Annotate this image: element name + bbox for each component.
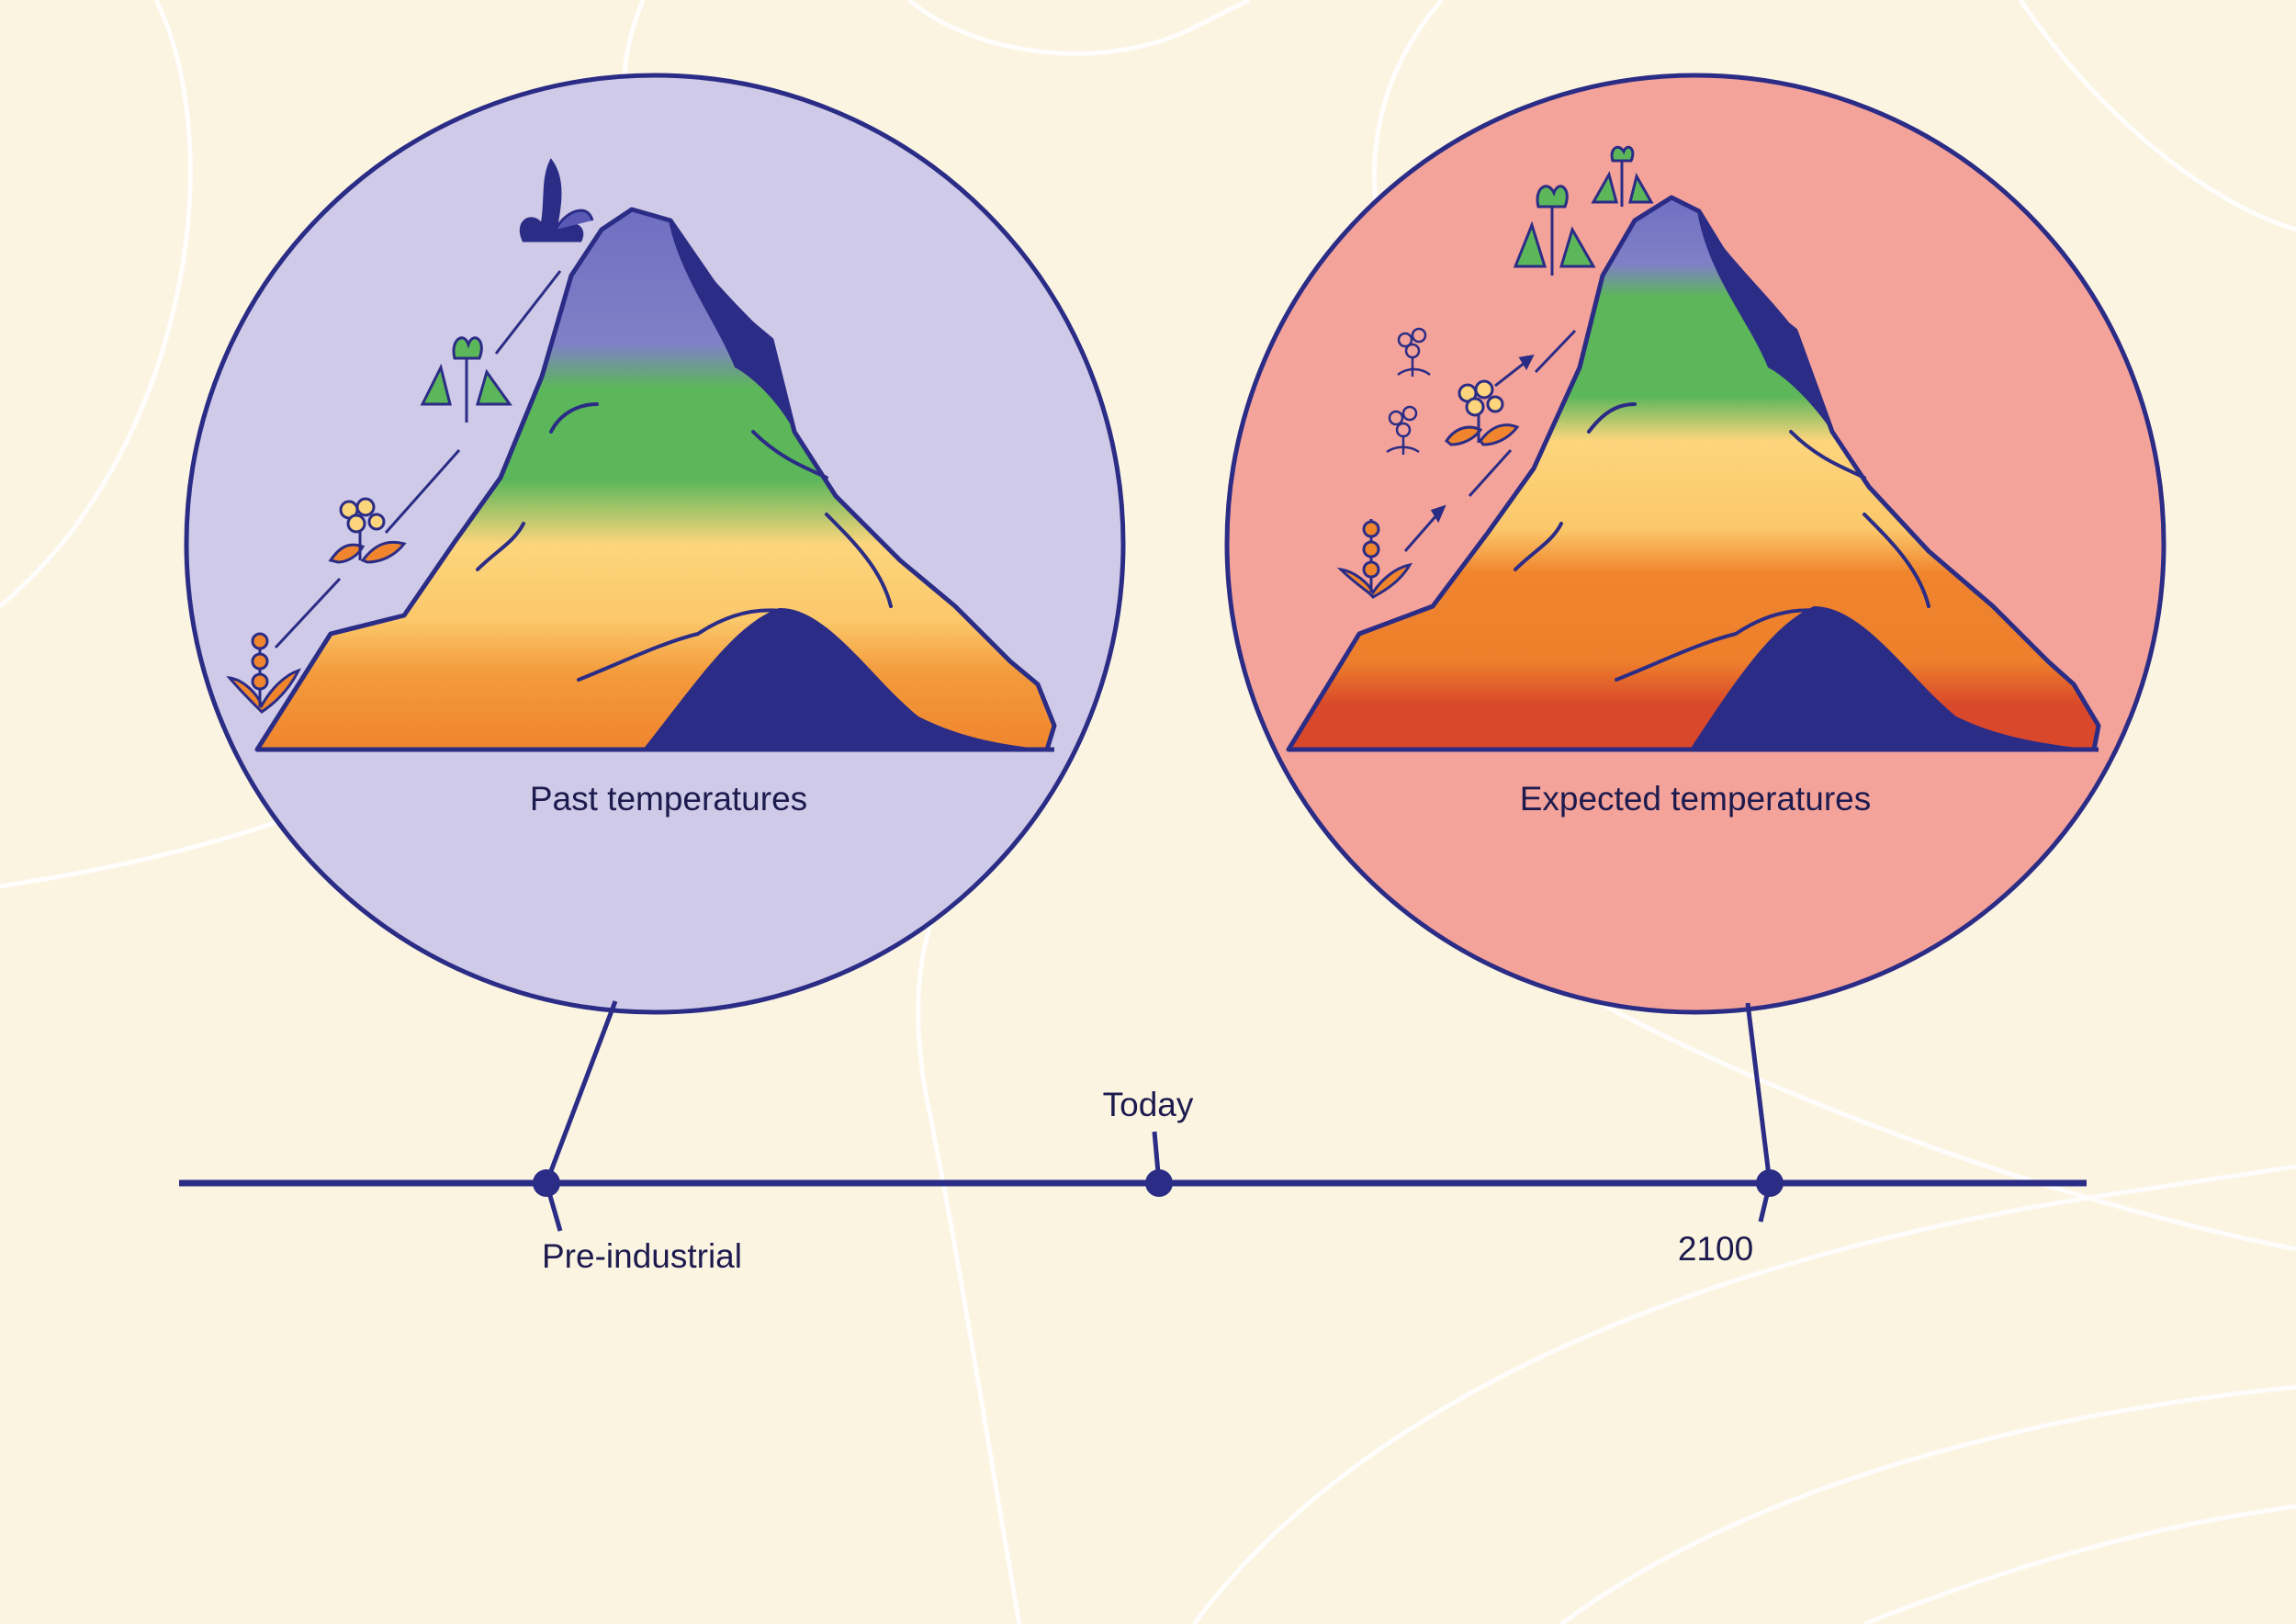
expected-plant-ghost-1 bbox=[1386, 405, 1420, 455]
future-label: 2100 bbox=[1678, 1230, 1753, 1268]
past-plant-low bbox=[226, 632, 301, 714]
expected-plant-ghost-2 bbox=[1397, 327, 1431, 377]
today-tick bbox=[1152, 1131, 1162, 1184]
future-tick bbox=[1758, 1182, 1773, 1223]
expected-cave bbox=[1690, 606, 2094, 750]
past-mountain-shadow bbox=[669, 220, 794, 432]
today-label: Today bbox=[1103, 1086, 1194, 1123]
expected-connector bbox=[1745, 1002, 1773, 1184]
expected-plant-low bbox=[1336, 519, 1412, 599]
past-connector bbox=[544, 1000, 618, 1184]
past-plant-upper bbox=[420, 336, 512, 423]
past-caption: Past temperatures bbox=[530, 780, 807, 818]
past-cave bbox=[643, 607, 1047, 750]
timeline: Pre-industrial Today 2100 bbox=[179, 1086, 2087, 1275]
preindustrial-tick bbox=[544, 1182, 563, 1232]
expected-plant-top bbox=[1591, 145, 1654, 207]
past-plant-top bbox=[519, 158, 594, 242]
expected-plant-upper bbox=[1513, 185, 1596, 276]
past-plant-mid bbox=[328, 497, 407, 564]
past-altitude-scale bbox=[274, 270, 562, 649]
past-panel: Past temperatures bbox=[184, 73, 1126, 1184]
preindustrial-label: Pre-industrial bbox=[542, 1237, 742, 1275]
expected-shift-arrows bbox=[1403, 329, 1577, 552]
expected-caption: Expected temperatures bbox=[1520, 780, 1872, 818]
expected-plant-mid bbox=[1444, 379, 1520, 446]
expected-panel: Expected temperatures bbox=[1224, 73, 2167, 1184]
expected-mountain-shadow bbox=[1697, 211, 1832, 432]
